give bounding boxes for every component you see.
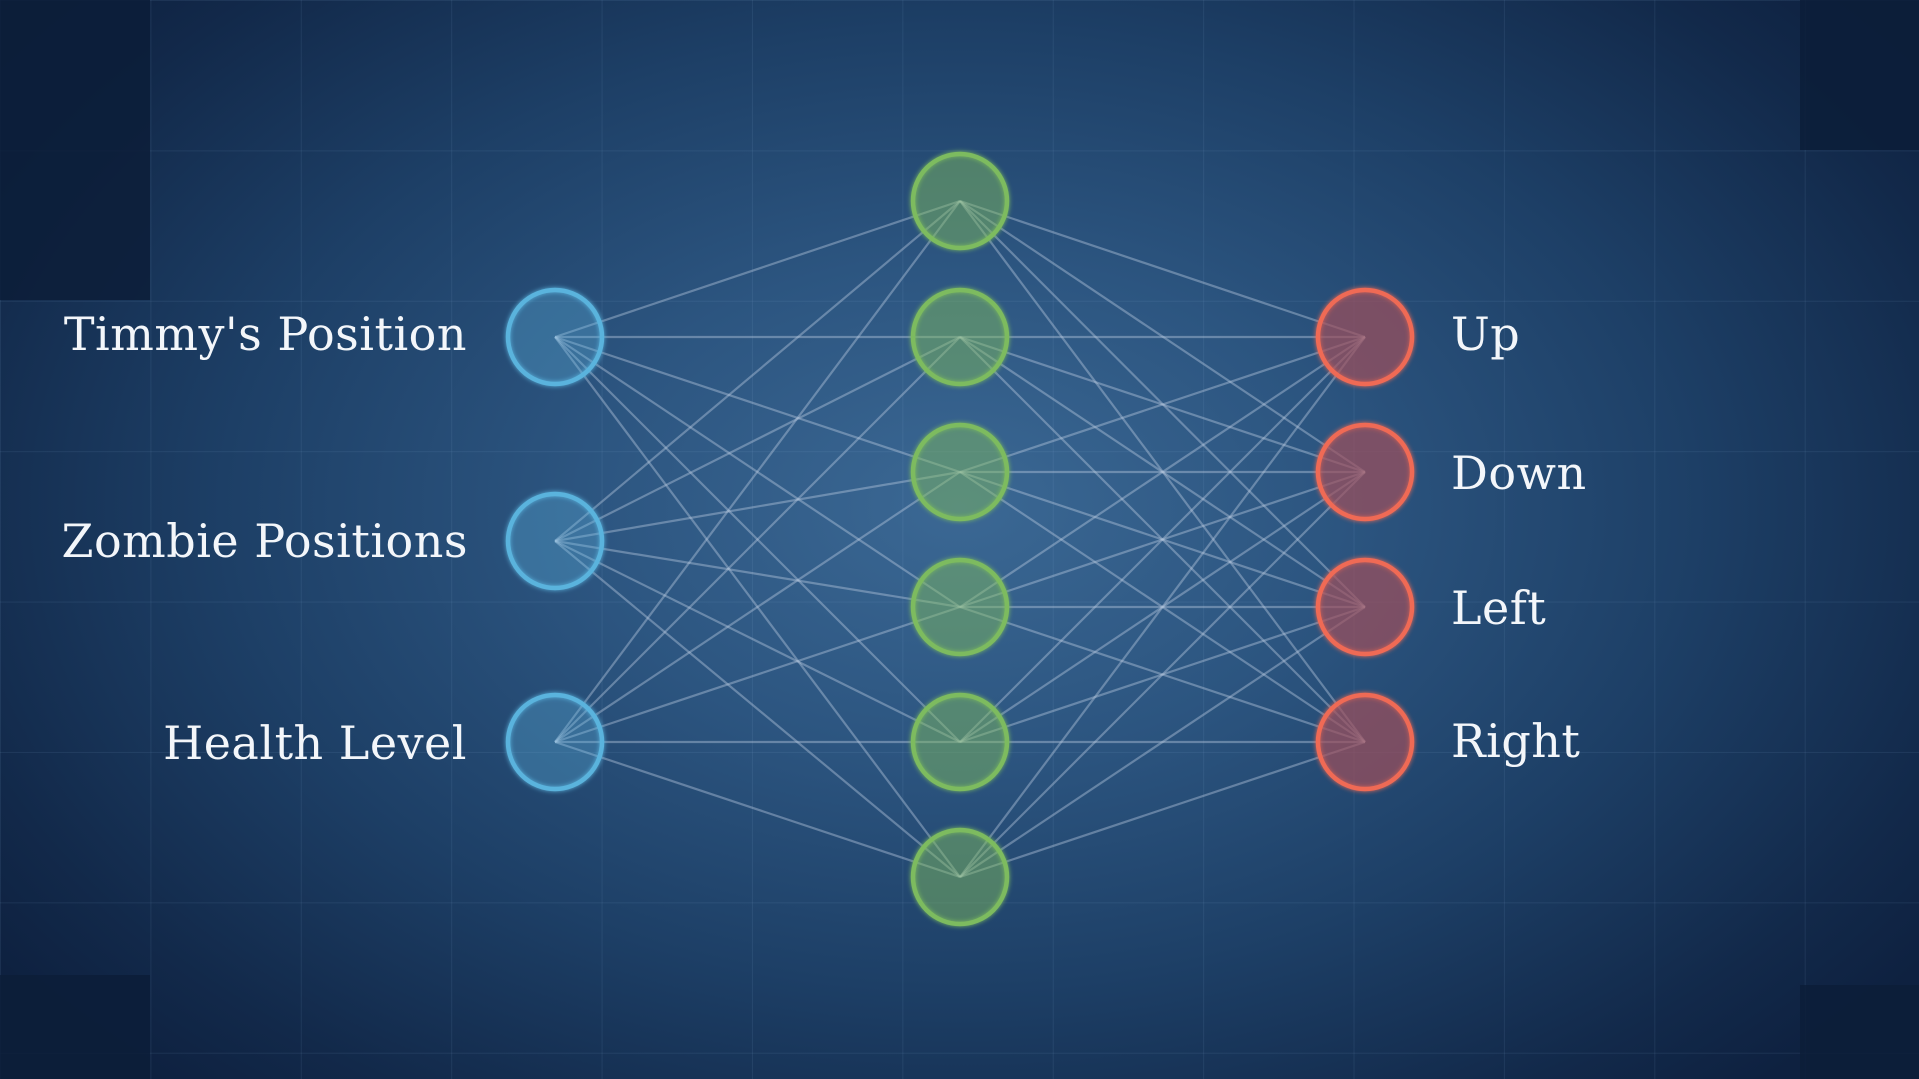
connection-l1-1-3: [959, 336, 1366, 743]
connection-l1-5-2: [959, 606, 1366, 878]
connection-l0-0-3: [554, 336, 961, 608]
hidden-node-5: [910, 692, 1010, 792]
connection-l1-0-3: [959, 200, 1366, 743]
connection-l0-2-5: [554, 740, 961, 879]
connection-l0-2-2: [554, 471, 961, 743]
connection-l1-3-1: [959, 470, 1366, 609]
connection-l0-2-3: [554, 605, 961, 744]
connection-l1-4-0: [959, 336, 1366, 743]
output-label-left: Left: [1451, 581, 1547, 635]
connection-l0-0-5: [554, 336, 961, 878]
hidden-node-1: [910, 151, 1010, 251]
input-node-2: [505, 491, 605, 591]
corner-shadow-top-left: [0, 0, 150, 300]
hidden-node-4: [910, 557, 1010, 657]
output-node-2: [1315, 422, 1415, 522]
connection-l1-5-3: [959, 740, 1366, 879]
connection-l0-1-1: [554, 336, 961, 542]
connection-l1-1-1: [959, 335, 1366, 474]
output-label-down: Down: [1451, 446, 1587, 500]
output-label-right: Right: [1451, 714, 1581, 768]
hidden-node-3: [910, 422, 1010, 522]
connection-l1-2-0: [959, 335, 1366, 474]
connection-l0-1-0: [554, 200, 961, 542]
output-node-1: [1315, 287, 1415, 387]
connection-l0-1-5: [554, 540, 961, 878]
input-label-health-level: Health Level: [163, 716, 467, 770]
output-node-3: [1315, 557, 1415, 657]
corner-shadow-bottom-right: [1800, 985, 1919, 1079]
connection-l1-4-2: [959, 605, 1366, 744]
nodes: [505, 151, 1415, 927]
connection-l1-1-2: [959, 336, 1366, 608]
connections: [554, 199, 1366, 879]
connection-l1-0-1: [959, 200, 1366, 473]
connection-l0-0-2: [554, 335, 961, 474]
hidden-node-6: [910, 827, 1010, 927]
input-node-3: [505, 692, 605, 792]
connection-l0-1-2: [554, 470, 961, 543]
connection-l1-4-1: [959, 471, 1366, 743]
connection-l0-2-1: [554, 336, 961, 743]
output-label-up: Up: [1451, 307, 1521, 361]
connection-l1-2-2: [959, 470, 1366, 609]
connection-l0-0-0: [554, 199, 961, 339]
connection-l1-3-3: [959, 605, 1366, 744]
hidden-node-2: [910, 287, 1010, 387]
connection-l1-5-0: [959, 336, 1366, 878]
connection-l1-0-2: [959, 200, 1366, 608]
corner-shadow-bottom-left: [0, 975, 150, 1079]
output-node-4: [1315, 692, 1415, 792]
input-label-timmys-position: Timmy's Position: [63, 307, 467, 361]
connection-l0-1-3: [554, 539, 961, 609]
corner-shadow-top-right: [1800, 0, 1919, 150]
connection-l0-1-4: [554, 540, 961, 743]
connection-l1-5-1: [959, 471, 1366, 878]
input-label-zombie-positions: Zombie Positions: [61, 514, 468, 568]
connection-l1-3-0: [959, 336, 1366, 608]
input-node-1: [505, 287, 605, 387]
connection-l1-0-0: [959, 199, 1366, 339]
connection-l0-2-0: [554, 200, 961, 743]
connection-l1-2-3: [959, 471, 1366, 743]
connection-l0-0-4: [554, 336, 961, 743]
